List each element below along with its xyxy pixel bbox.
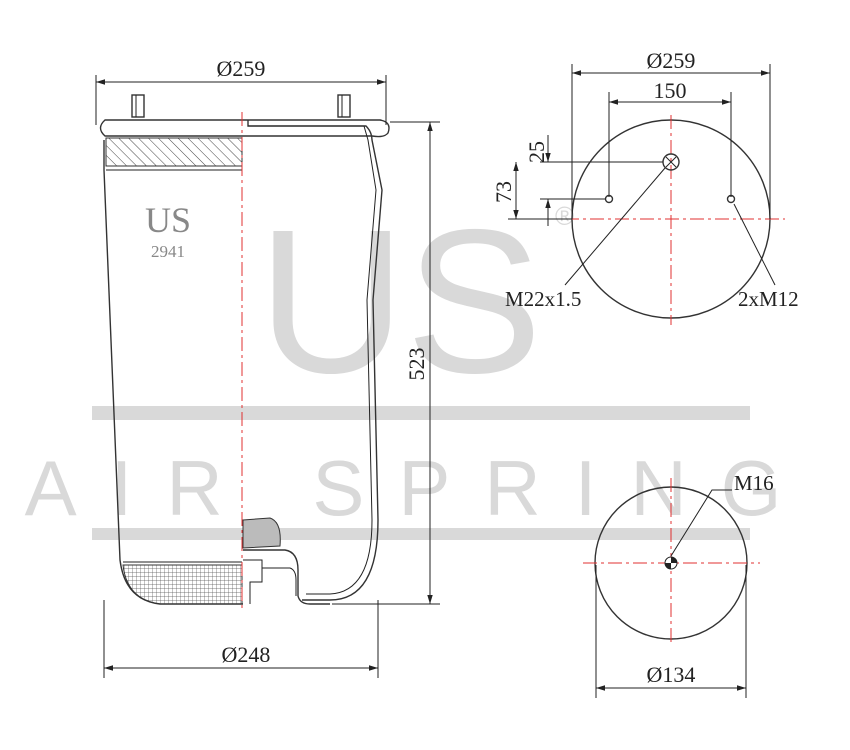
air-inlet-thread-label: M22x1.5 bbox=[505, 287, 581, 311]
stud-right bbox=[337, 94, 351, 118]
top-diameter-plan-label: Ø259 bbox=[647, 48, 696, 73]
base-thread-label: M16 bbox=[734, 471, 774, 495]
offset-73-label: 73 bbox=[491, 181, 516, 203]
stud-left bbox=[131, 94, 145, 118]
side-view: US 2941 bbox=[99, 94, 390, 612]
top-bead-hatch bbox=[105, 137, 243, 167]
watermark: US AIR SPRING ® bbox=[25, 187, 816, 540]
piston-profile bbox=[243, 549, 330, 605]
bellow-wall bbox=[247, 120, 383, 601]
watermark-bar-bottom bbox=[92, 528, 750, 540]
stud-thread-label: 2xM12 bbox=[738, 287, 799, 311]
side-dimensions: Ø259 Ø248 523 bbox=[95, 56, 440, 678]
top-plate bbox=[99, 119, 390, 138]
height-label: 523 bbox=[404, 348, 429, 381]
bellow-wall-inner bbox=[248, 125, 377, 595]
part-brand: US bbox=[145, 200, 191, 240]
bottom-plan-view: M16 Ø134 bbox=[583, 471, 774, 698]
top-diameter-side-label: Ø259 bbox=[217, 56, 266, 81]
watermark-registered: ® bbox=[555, 201, 574, 231]
watermark-bar-top bbox=[92, 406, 750, 420]
watermark-logo: US bbox=[258, 187, 543, 416]
piston-grid bbox=[122, 564, 243, 605]
offset-25-label: 25 bbox=[524, 141, 549, 163]
bolt-spacing-label: 150 bbox=[654, 78, 687, 103]
bottom-diameter-label: Ø248 bbox=[222, 642, 271, 667]
top-plan-view: Ø259 150 25 73 M22x1.5 2xM12 bbox=[491, 48, 799, 325]
base-diameter-label: Ø134 bbox=[647, 662, 696, 687]
watermark-tagline: AIR SPRING bbox=[25, 444, 816, 532]
piston-insert bbox=[242, 517, 281, 549]
part-number: 2941 bbox=[151, 242, 185, 261]
